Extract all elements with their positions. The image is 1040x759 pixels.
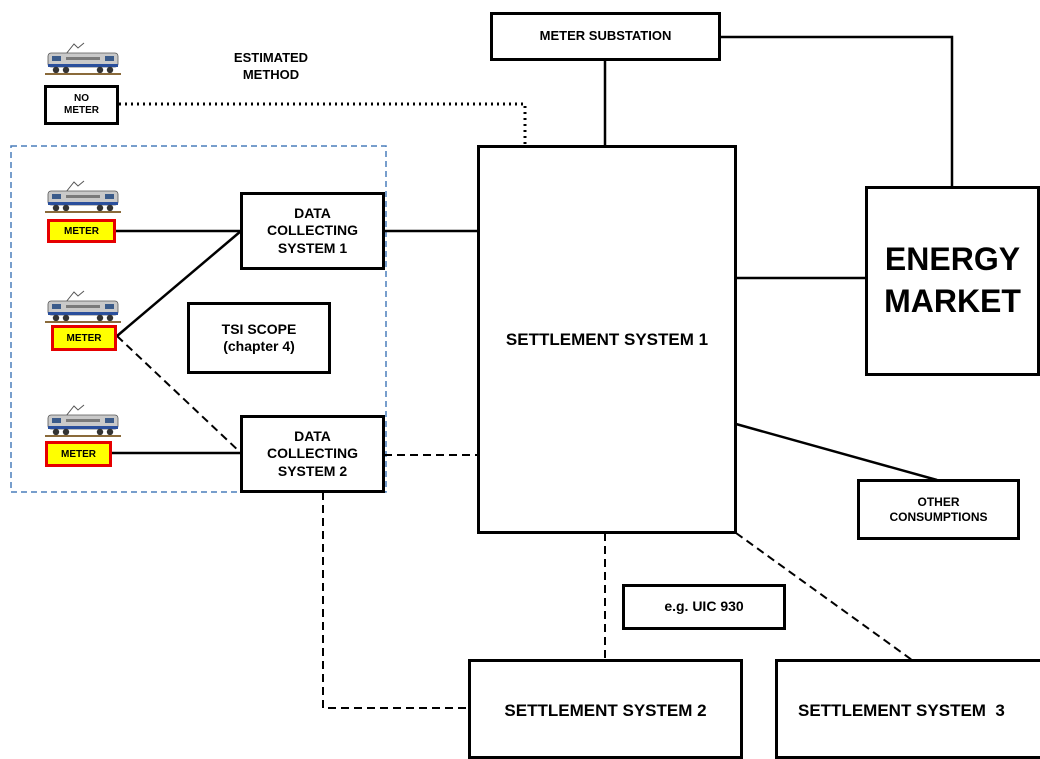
meter-box-3: METER (45, 441, 112, 467)
substation-to-market (720, 35, 954, 187)
meter2-to-dcs1 (116, 230, 242, 337)
settlement-system-2-box: SETTLEMENT SYSTEM 2 (468, 659, 743, 759)
meter2-to-dcs2-dashed (116, 335, 242, 454)
settlement1-to-other (735, 422, 938, 482)
data-collecting-system-1-box: DATA COLLECTING SYSTEM 1 (240, 192, 385, 270)
meter-box-1: METER (47, 219, 116, 243)
locomotive-icon (45, 180, 121, 213)
energy-market-box: ENERGY MARKET (865, 186, 1040, 376)
settlement-system-3-box: SETTLEMENT SYSTEM 3 (775, 659, 1040, 759)
settlement-system-1-box: SETTLEMENT SYSTEM 1 (477, 145, 737, 534)
locomotive-icon (45, 290, 121, 323)
meter-substation-box: METER SUBSTATION (490, 12, 721, 61)
meter-box-2: METER (51, 325, 117, 351)
locomotive-icon (45, 404, 121, 437)
estimated-method-connector (119, 102, 527, 147)
no-meter-box: NO METER (44, 85, 119, 125)
estimated-method-label: ESTIMATED METHOD (233, 50, 309, 82)
uic-930-box: e.g. UIC 930 (622, 584, 786, 630)
tsi-scope-box: TSI SCOPE (chapter 4) (187, 302, 331, 374)
dcs2-to-settlement2-dashed (322, 492, 469, 709)
other-consumptions-box: OTHER CONSUMPTIONS (857, 479, 1020, 540)
data-collecting-system-2-box: DATA COLLECTING SYSTEM 2 (240, 415, 385, 493)
locomotive-icon (45, 42, 121, 75)
settlement1-to-settlement3-dashed (735, 532, 913, 661)
